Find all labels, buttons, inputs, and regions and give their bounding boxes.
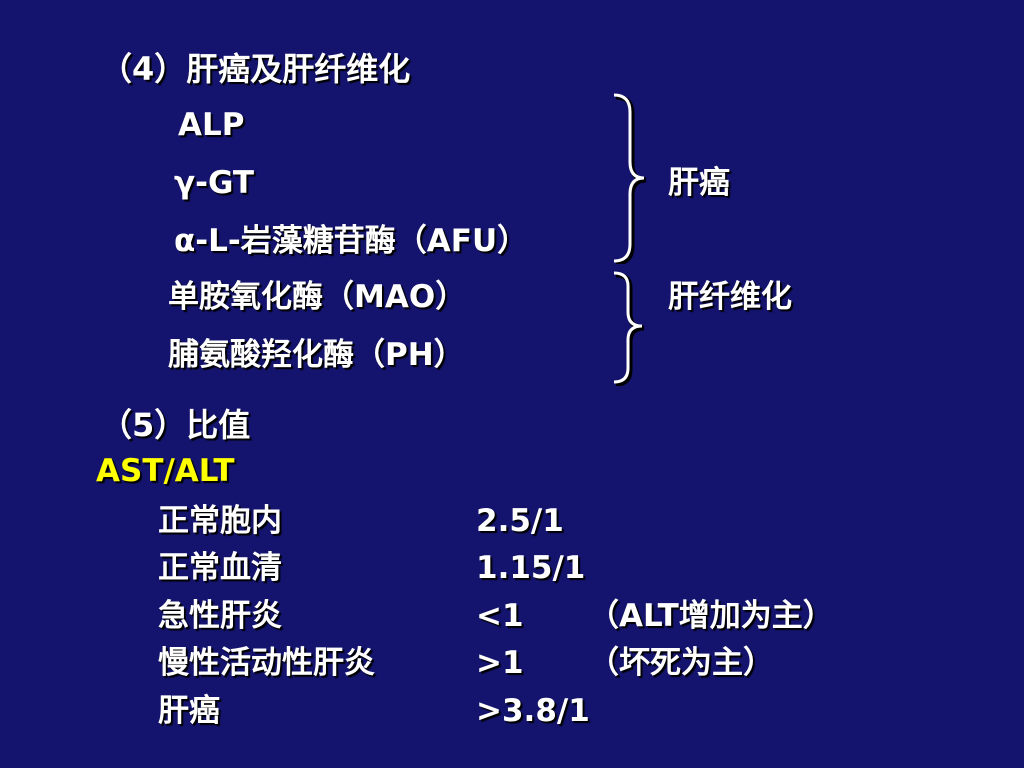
marker-mao: 单胺氧化酶（MAO） — [168, 279, 467, 315]
section5-heading: （5）比值 — [100, 406, 251, 444]
marker-alp: ALP — [178, 107, 245, 143]
brace-liver-cancer-icon — [613, 93, 647, 264]
ratio-row-value: <1 — [476, 598, 524, 634]
ratio-row-note: （坏死为主） — [588, 645, 774, 681]
ratio-row-value: >1 — [476, 645, 524, 681]
ratio-row-condition: 急性肝炎 — [158, 598, 282, 634]
marker-ph: 脯氨酸羟化酶（PH） — [168, 337, 465, 373]
group-label-liver-fibrosis: 肝纤维化 — [668, 279, 792, 315]
ratio-row-value: >3.8/1 — [476, 693, 590, 729]
group-label-liver-cancer: 肝癌 — [668, 165, 730, 201]
ratio-row-condition: 慢性活动性肝炎 — [158, 645, 375, 681]
ratio-row-condition: 肝癌 — [158, 693, 220, 729]
ratio-row-value: 1.15/1 — [476, 550, 586, 586]
ratio-row-condition: 正常血清 — [158, 550, 282, 586]
ratio-row-note: （ALT增加为主） — [588, 598, 834, 634]
section4-heading: （4）肝癌及肝纤维化 — [100, 50, 411, 88]
marker-afu: α-L-岩藻糖苷酶（AFU） — [174, 223, 529, 259]
ratio-label: AST/ALT — [96, 453, 235, 489]
ratio-row-value: 2.5/1 — [476, 503, 564, 539]
marker-ggt: γ-GT — [174, 165, 255, 201]
brace-liver-fibrosis-icon — [613, 271, 645, 386]
ratio-row-condition: 正常胞内 — [158, 503, 282, 539]
